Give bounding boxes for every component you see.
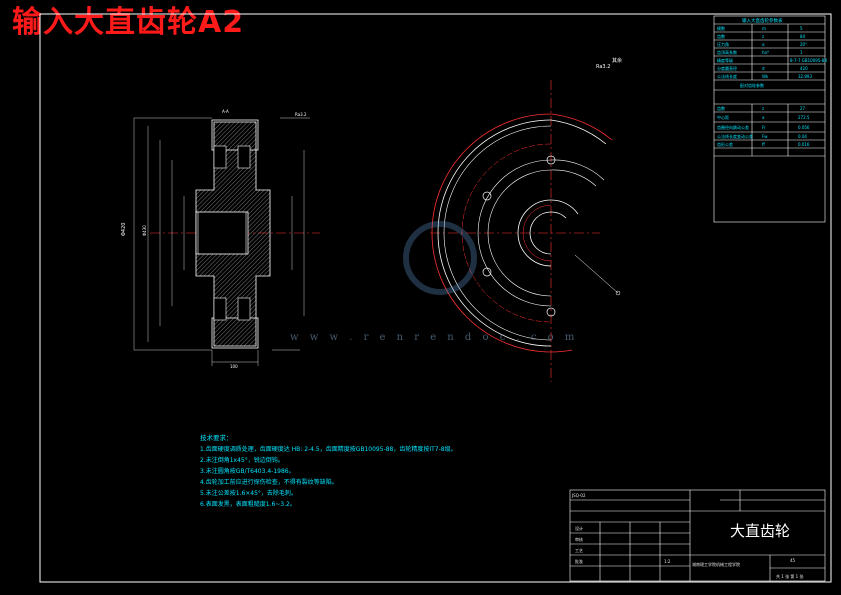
svg-text:272.5: 272.5 — [798, 115, 810, 120]
svg-text:ff: ff — [762, 142, 765, 147]
note-item: 6.表面发黑，表面粗糙度1.6~3.2。 — [200, 501, 296, 508]
svg-text:压力角: 压力角 — [717, 41, 729, 47]
svg-text:Wk: Wk — [762, 74, 769, 79]
svg-text:审核: 审核 — [575, 536, 583, 542]
svg-text:公法线长度: 公法线长度 — [717, 73, 737, 79]
svg-text:0.04: 0.04 — [798, 134, 807, 139]
svg-text:z: z — [762, 106, 764, 111]
scale: 1:2 — [664, 559, 671, 564]
svg-text:z: z — [762, 34, 764, 39]
svg-text:5: 5 — [800, 26, 803, 31]
svg-text:精度等级: 精度等级 — [717, 57, 733, 63]
svg-text:d: d — [762, 66, 765, 71]
sheet-border — [39, 13, 832, 583]
svg-text:批准: 批准 — [575, 558, 583, 564]
svg-text:m: m — [762, 26, 766, 31]
svg-text:齿圈径向跳动公差: 齿圈径向跳动公差 — [717, 124, 749, 130]
svg-text:Fw: Fw — [762, 134, 768, 139]
gear-table-title: 输入大直齿轮参数表 — [742, 17, 783, 24]
svg-text:分度圆直径: 分度圆直径 — [717, 65, 737, 71]
material: 45 — [790, 558, 796, 563]
note-item: 1.齿面硬度调质处理，齿面硬度达 HB: 2-4.5，齿面精度按GB10095-… — [200, 446, 457, 453]
svg-text:a: a — [762, 115, 765, 120]
technical-notes: 技术要求： 1.齿面硬度调质处理，齿面硬度达 HB: 2-4.5，齿面精度按GB… — [200, 433, 457, 510]
drawing-number: JSQ-02 — [571, 493, 586, 498]
svg-text:设计: 设计 — [575, 525, 583, 531]
svg-text:0.016: 0.016 — [798, 142, 810, 147]
svg-text:配对齿轮参数: 配对齿轮参数 — [740, 82, 764, 88]
svg-text:齿形公差: 齿形公差 — [717, 141, 733, 147]
svg-text:其余: 其余 — [612, 57, 622, 64]
svg-text:模数: 模数 — [717, 25, 725, 31]
svg-text:α: α — [762, 42, 765, 47]
note-item: 5.未注公差按1.6×45°，去除毛刺。 — [200, 490, 297, 497]
svg-text:27: 27 — [800, 106, 806, 111]
svg-text:84: 84 — [800, 34, 806, 39]
svg-text:齿顶高系数: 齿顶高系数 — [717, 49, 737, 55]
svg-text:公法线长度变动公差: 公法线长度变动公差 — [717, 133, 753, 139]
svg-text:中心距: 中心距 — [717, 114, 729, 120]
svg-text:32.893: 32.893 — [798, 74, 812, 79]
svg-text:A-A: A-A — [222, 109, 229, 114]
svg-text:ha*: ha* — [762, 50, 769, 55]
sheet-count: 共 1 张 第 1 张 — [776, 573, 803, 579]
gear-front-view: Ra3.2 其余 — [430, 57, 622, 382]
svg-text:420: 420 — [800, 66, 808, 71]
svg-text:20°: 20° — [800, 42, 807, 47]
school-name: 湖南理工学院机械工程学院 — [692, 561, 740, 567]
part-name: 大直齿轮 — [730, 522, 791, 540]
svg-text:Φ430: Φ430 — [142, 225, 147, 236]
svg-text:齿数: 齿数 — [717, 33, 725, 39]
title-block — [569, 489, 826, 582]
svg-text:Fr: Fr — [762, 125, 766, 130]
svg-text:0.056: 0.056 — [798, 125, 810, 130]
svg-text:Ra3.2: Ra3.2 — [596, 64, 610, 70]
note-item: 3.未注圆角按GB/T6403.4-1986。 — [200, 468, 295, 475]
watermark-text: w w w . r e n r e n d o c . c o m — [290, 332, 579, 343]
gear-table-rows: 模数 m 5 齿数 z 84 压力角 α 20° 齿顶高系数 ha* 1 精度等级 8-7-7 G… — [717, 25, 827, 147]
watermark-logo — [403, 221, 477, 295]
svg-text:工艺: 工艺 — [575, 548, 583, 553]
title-block-roles: 设计 审核 工艺 批准 — [575, 525, 583, 564]
gear-section-view: Φ420 Φ430 100 A-A Ra3.2 — [121, 109, 320, 369]
notes-heading: 技术要求： — [200, 434, 233, 442]
svg-text:100: 100 — [230, 364, 238, 369]
gear-parameter-table — [713, 15, 826, 223]
drawing-title: 输入大直齿轮A2 — [12, 5, 245, 40]
svg-text:1: 1 — [800, 50, 803, 55]
svg-text:Ra3.2: Ra3.2 — [295, 112, 307, 117]
svg-text:齿数: 齿数 — [717, 105, 725, 111]
svg-text:Φ420: Φ420 — [121, 223, 127, 236]
note-item: 2.未注倒角1x45°，锐边倒钝。 — [200, 457, 284, 464]
note-item: 4.齿轮加工前应进行探伤检查，不得有裂纹等缺陷。 — [200, 479, 338, 486]
svg-text:8-7-7 GB10095-88: 8-7-7 GB10095-88 — [790, 58, 827, 63]
